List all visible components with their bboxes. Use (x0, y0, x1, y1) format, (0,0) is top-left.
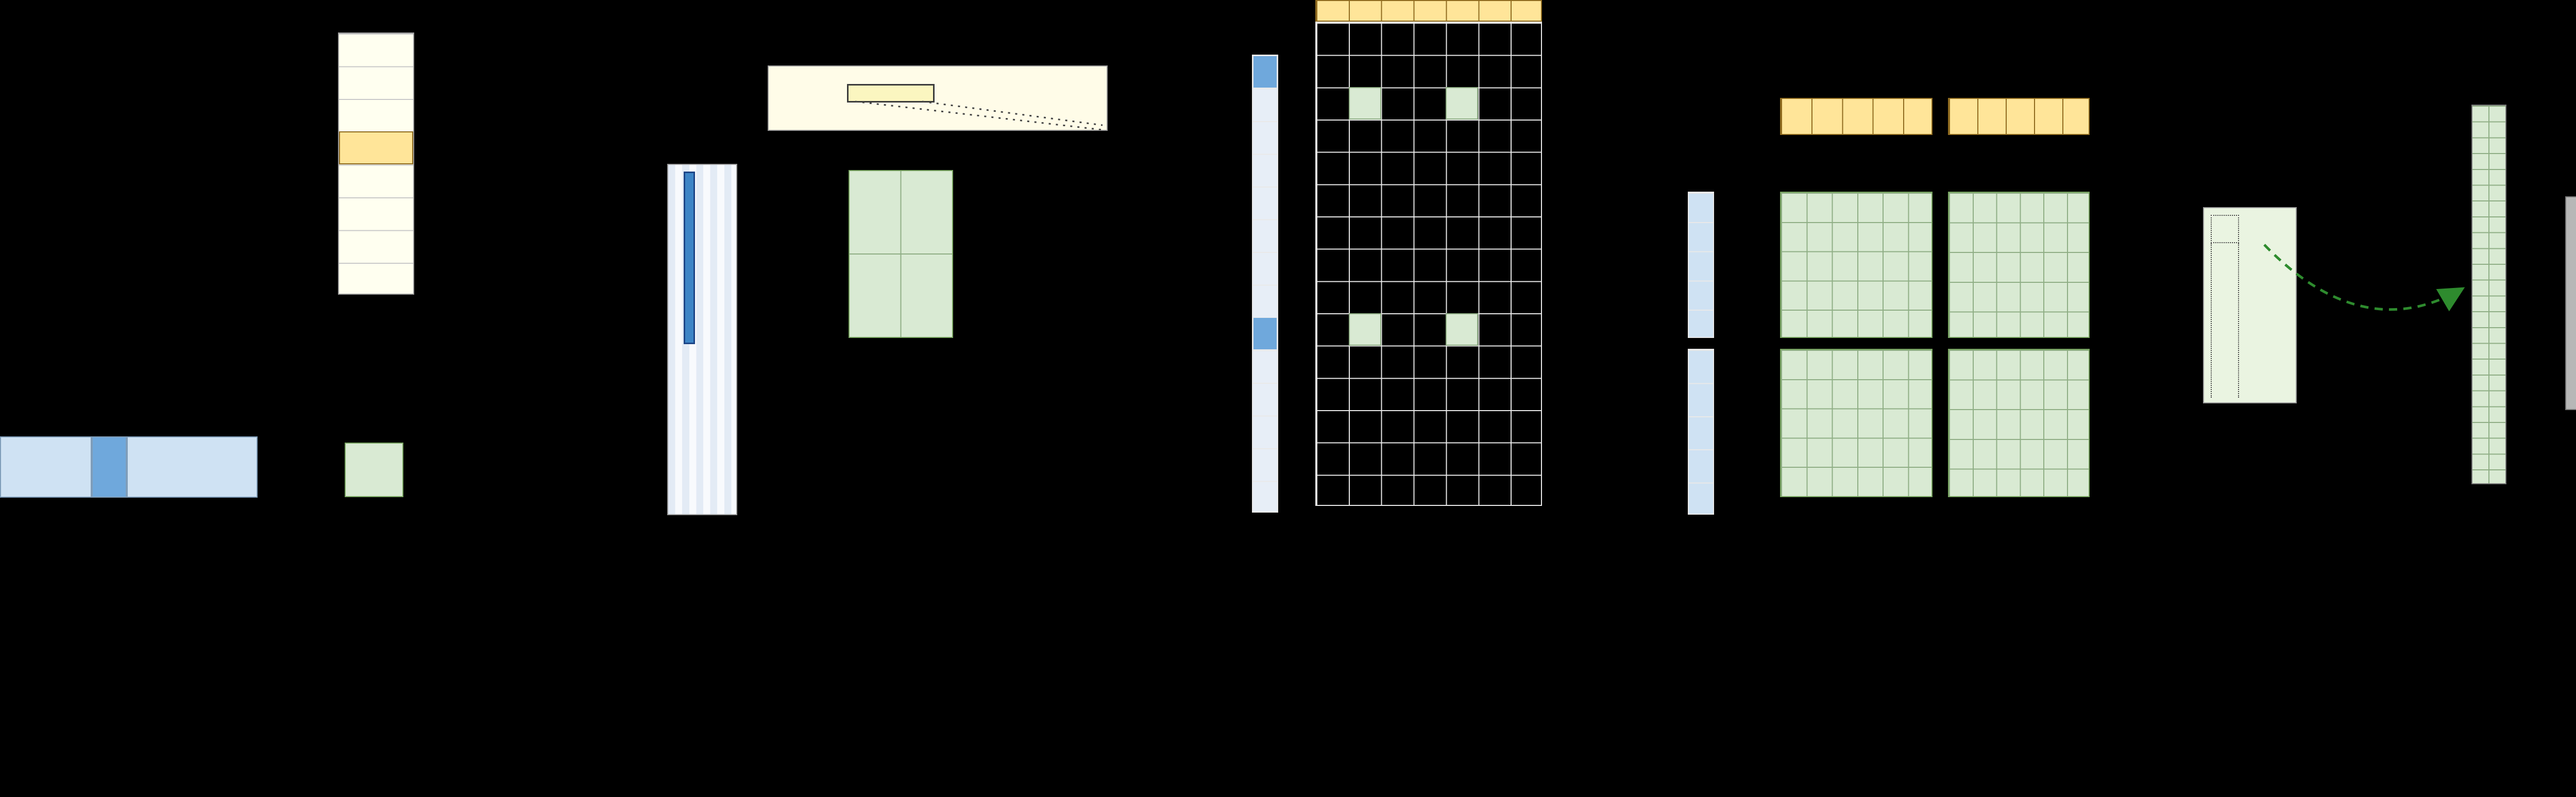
column-strip (338, 32, 414, 295)
sparse-grid-active-cell (1446, 87, 1478, 120)
header-row (1315, 0, 1542, 22)
rhs-column-tile-upper (1688, 192, 1714, 338)
small-green-tile (345, 443, 403, 497)
index-cell-highlighted (1253, 56, 1277, 88)
staging-dotted-tile (2211, 215, 2239, 243)
input-row-vector (0, 436, 258, 498)
block-grid-top-left (1780, 192, 1933, 338)
index-cell-highlighted (1253, 317, 1277, 350)
block-grid-bottom-left (1780, 349, 1933, 497)
block-grid-top-right (1948, 192, 2090, 338)
projection-lines (855, 100, 1103, 131)
striped-matrix (667, 164, 737, 515)
flow-arrow (2263, 244, 2465, 312)
tile-zoom-grid (849, 170, 953, 338)
staging-dotted-line (2211, 243, 2212, 398)
gray-bar (2565, 196, 2576, 410)
column-strip-highlighted-cell (339, 131, 413, 164)
tile-band (768, 65, 1108, 131)
vector-segment-highlighted (92, 436, 127, 498)
sparse-grid (1315, 22, 1542, 506)
sparse-grid-active-cell (1349, 87, 1381, 120)
tile-header-row-right (1948, 98, 2090, 135)
active-tile (847, 84, 935, 103)
index-column (1252, 55, 1278, 513)
output-column-grid (2471, 105, 2506, 484)
staging-buffer (2203, 207, 2297, 403)
selected-column-bar (684, 172, 695, 344)
vector-segment (0, 436, 92, 498)
tile-header-row-left (1780, 98, 1933, 135)
block-grid-bottom-right (1948, 349, 2090, 497)
staging-dotted-line (2238, 243, 2239, 398)
sparse-grid-active-cell (1446, 313, 1478, 346)
rhs-column-tile-lower (1688, 349, 1714, 515)
vector-segment (127, 436, 258, 498)
sparse-grid-active-cell (1349, 313, 1381, 346)
